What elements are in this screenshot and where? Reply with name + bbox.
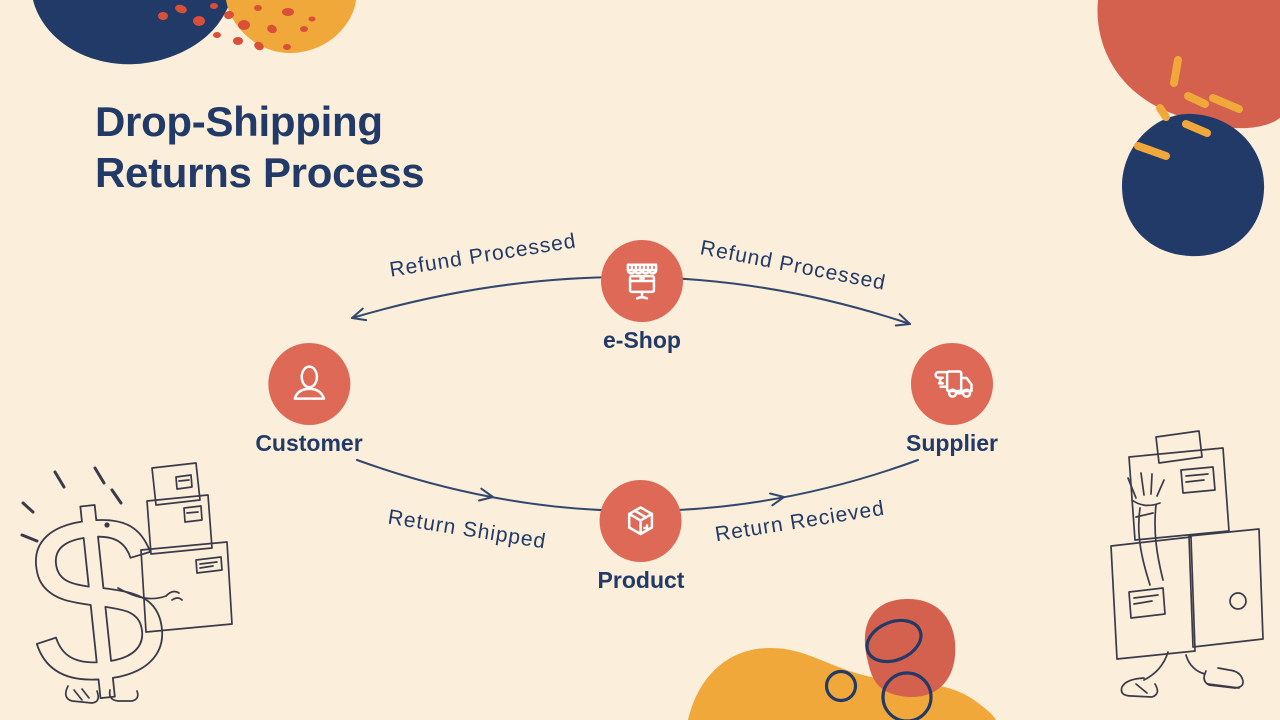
node-product-label: Product	[597, 567, 685, 593]
person-icon	[293, 365, 325, 400]
svg-text:$: $	[17, 461, 176, 720]
emphasis-dashes	[20, 466, 123, 543]
node-supplier: Supplier	[906, 343, 998, 457]
circle-doodles	[824, 618, 933, 720]
package-box-icon	[628, 506, 654, 536]
box-carrier-illustration	[1110, 430, 1264, 698]
node-eshop: e-Shop	[601, 240, 683, 354]
node-customer: Customer	[255, 343, 363, 457]
node-customer-circle	[267, 343, 350, 425]
node-supplier-circle	[910, 343, 993, 425]
corner-blob-top-right	[1097, 0, 1280, 257]
node-eshop-circle	[601, 240, 683, 322]
node-product: Product	[597, 480, 685, 594]
storefront-icon	[626, 263, 658, 300]
node-product-circle	[599, 480, 682, 562]
dollar-character-illustration: $	[16, 460, 233, 720]
delivery-truck-icon	[934, 370, 973, 398]
node-eshop-label: e-Shop	[603, 327, 681, 353]
bottom-center-blobs	[688, 598, 996, 720]
title-line-1: Drop-Shipping	[95, 98, 383, 145]
node-customer-label: Customer	[255, 430, 363, 456]
dot-spray	[158, 3, 316, 51]
node-supplier-label: Supplier	[905, 430, 999, 456]
yellow-dashes	[1134, 56, 1243, 160]
page-title: Drop-Shipping Returns Process	[95, 96, 425, 198]
corner-blob-top-left	[33, 0, 356, 65]
title-line-2: Returns Process	[95, 149, 425, 197]
